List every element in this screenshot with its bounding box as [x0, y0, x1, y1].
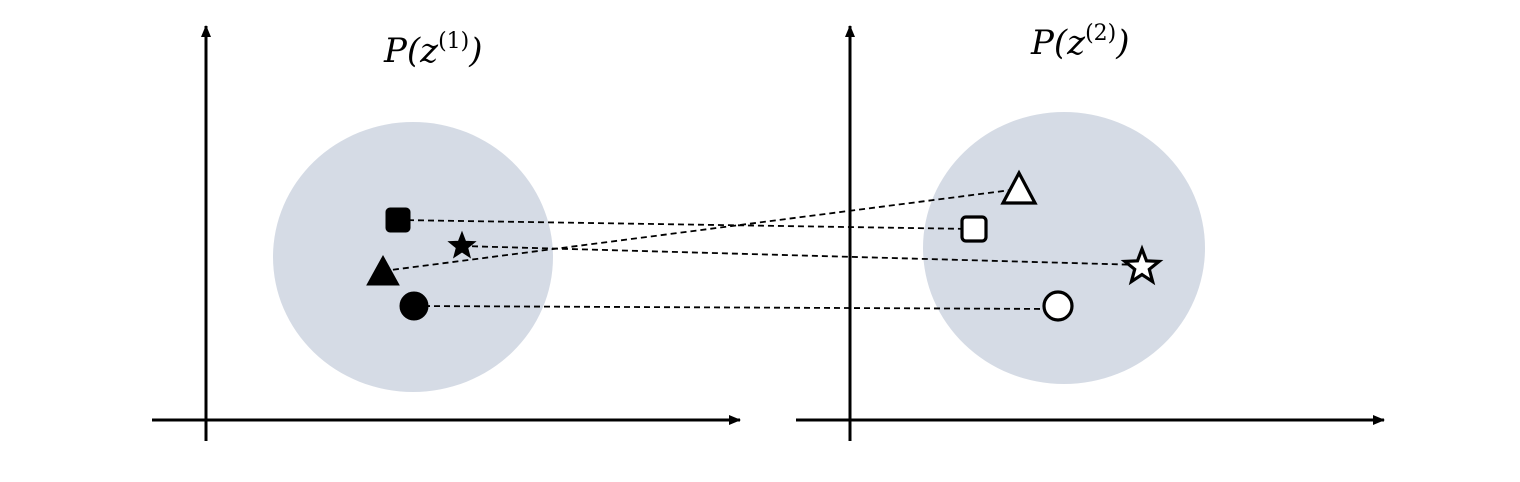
right-distribution-region	[923, 112, 1205, 384]
hollow-triangle-marker	[1000, 169, 1038, 205]
hollow-square-marker	[960, 215, 988, 243]
link-square	[397, 219, 975, 230]
left-markers	[366, 207, 477, 321]
filled-triangle-marker	[366, 254, 400, 286]
hollow-circle-marker	[1042, 290, 1074, 322]
link-star	[461, 245, 1143, 266]
left-panel-title: P(z(1))	[383, 29, 483, 71]
filled-star-marker	[447, 230, 477, 259]
left-distribution-region	[273, 122, 553, 392]
link-circle	[413, 305, 1059, 310]
right-panel-title: P(z(2))	[1030, 21, 1130, 63]
right-markers	[960, 169, 1164, 322]
filled-circle-marker	[399, 291, 429, 321]
hollow-star-marker	[1120, 244, 1164, 286]
link-triangle	[382, 188, 1020, 272]
filled-square-marker	[385, 207, 411, 233]
correspondence-links	[382, 188, 1143, 310]
